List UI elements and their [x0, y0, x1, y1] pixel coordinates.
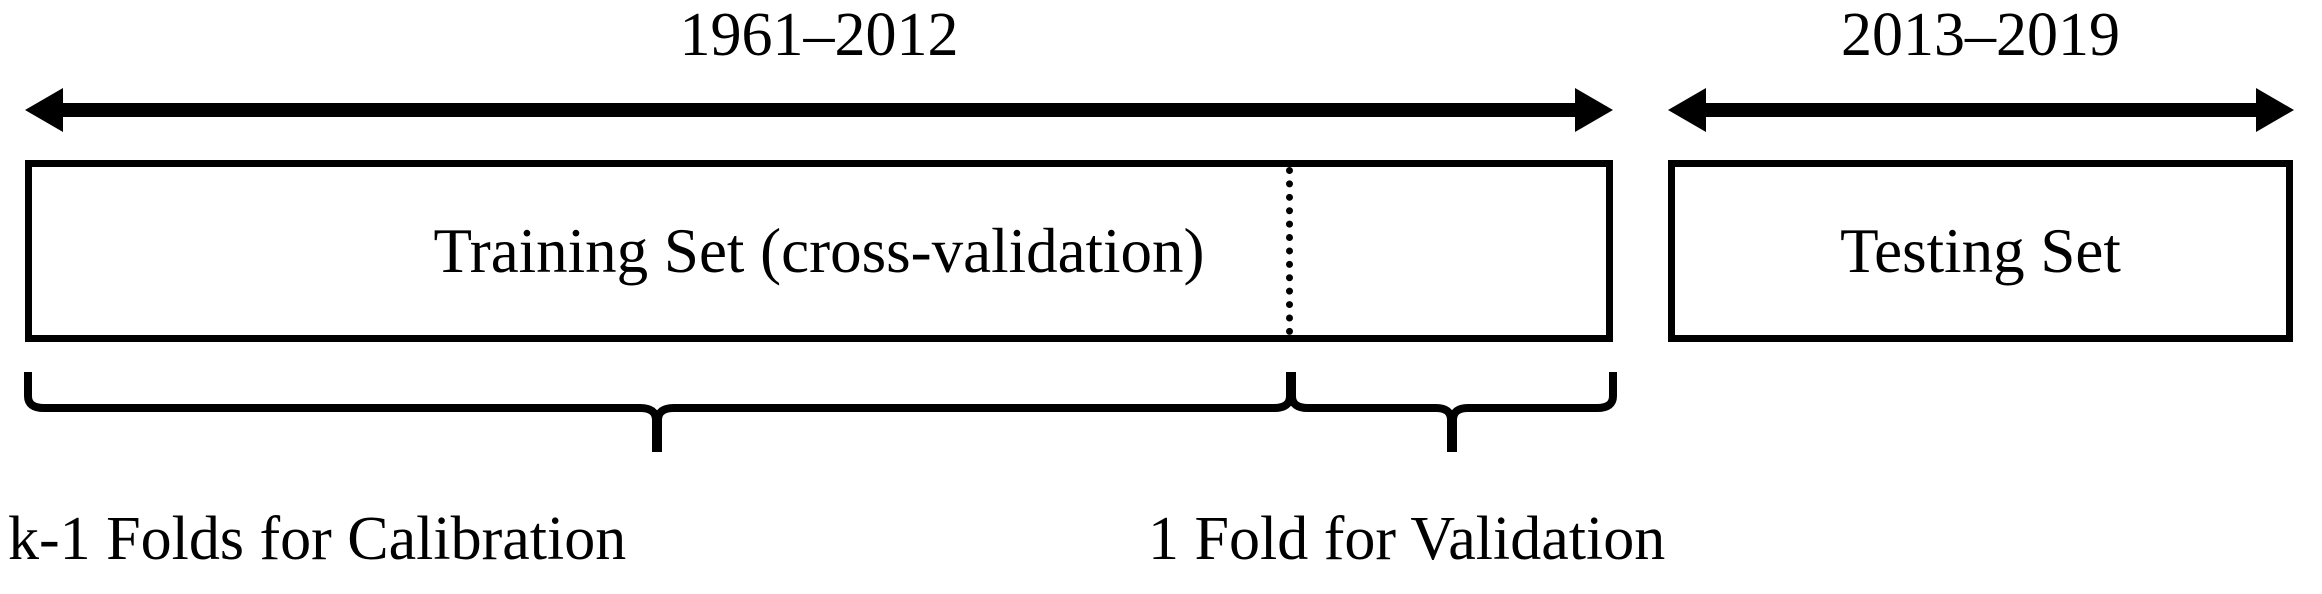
training-set-box: Training Set (cross-validation)	[25, 160, 1613, 342]
validation-brace-icon	[1288, 372, 1617, 452]
testing-period-label: 2013–2019	[1841, 1, 2120, 69]
training-set-label: Training Set (cross-validation)	[433, 215, 1205, 286]
testing-set-box: Testing Set	[1668, 160, 2293, 342]
training-span-arrow-icon	[25, 88, 1613, 132]
testing-set-label: Testing Set	[1840, 215, 2121, 286]
fold-divider-dotted-line	[1286, 167, 1293, 335]
validation-fold-label: 1 Fold for Validation	[1148, 505, 1666, 573]
training-period-label: 1961–2012	[679, 1, 959, 69]
calibration-folds-label: k-1 Folds for Calibration	[8, 505, 627, 573]
calibration-brace-icon	[24, 372, 1294, 452]
testing-span-arrow-icon	[1668, 88, 2294, 132]
